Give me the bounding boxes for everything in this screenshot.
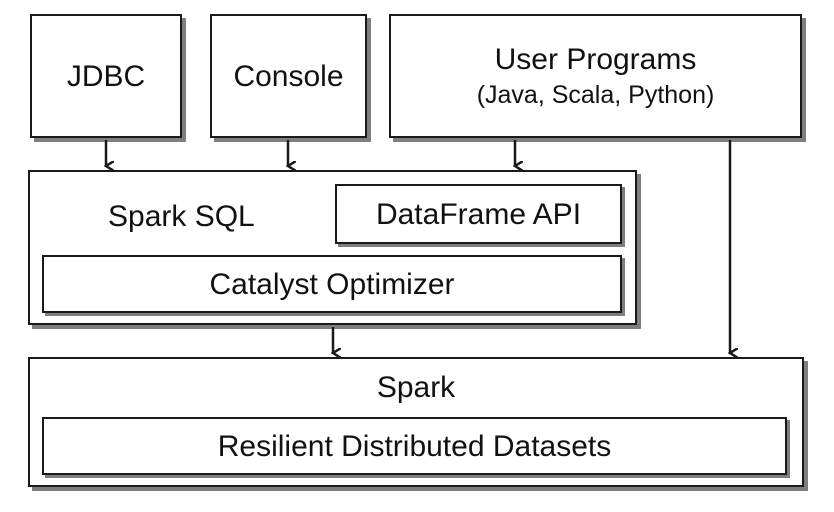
catalyst-optimizer-label: Catalyst Optimizer [209, 267, 455, 301]
user-programs-subtitle: (Java, Scala, Python) [476, 80, 715, 109]
dataframe-api-box: DataFrame API [335, 184, 622, 244]
jdbc-label: JDBC [66, 59, 146, 93]
console-label: Console [233, 59, 344, 93]
user-programs-box: User Programs (Java, Scala, Python) [389, 14, 802, 138]
rdd-box: Resilient Distributed Datasets [42, 417, 787, 475]
rdd-label: Resilient Distributed Datasets [217, 429, 612, 463]
jdbc-box: JDBC [30, 14, 182, 138]
spark-label: Spark [376, 371, 456, 404]
console-box: Console [210, 14, 367, 138]
spark-box: Spark Resilient Distributed Datasets [28, 357, 804, 487]
spark-sql-label: Spark SQL [108, 200, 255, 233]
spark-sql-box: Spark SQL DataFrame API Catalyst Optimiz… [28, 170, 637, 325]
dataframe-api-label: DataFrame API [375, 197, 582, 231]
user-programs-title: User Programs [494, 42, 697, 76]
catalyst-optimizer-box: Catalyst Optimizer [42, 255, 622, 313]
